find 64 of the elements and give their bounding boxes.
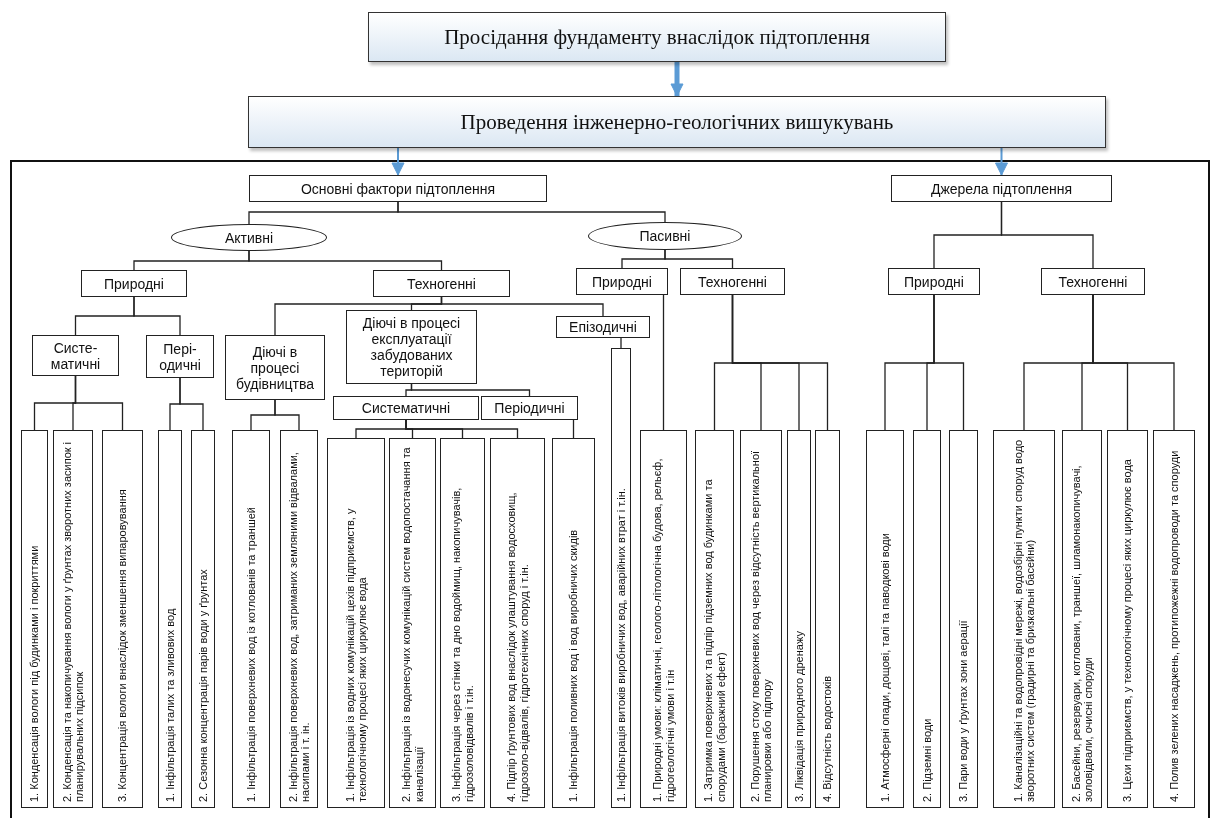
- factor-box: 1. Інфільтрація талих та зливових вод: [158, 430, 182, 808]
- factor-box: 2. Підземні води: [913, 430, 941, 808]
- connector-line: [248, 250, 443, 271]
- connector-line: [1092, 294, 1175, 431]
- arrow: [391, 147, 405, 176]
- category-box: Техногенні: [680, 268, 785, 295]
- connector-line: [1000, 201, 1094, 269]
- factor-box: 1. Затримка поверхневих та підпір підземних вод будинками та спорудами (баражний ефект): [695, 430, 734, 808]
- factor-box: 2. Порушення стоку поверхневих вод через відсутність вертикальної планировки або підпору: [740, 430, 782, 808]
- factor-box: 4. Полив зелених насаджень, протипожежні водопроводи та споруди: [1153, 430, 1195, 808]
- category-box: Періодичні: [481, 396, 578, 420]
- connector-line: [397, 201, 666, 223]
- connector-line: [133, 296, 181, 336]
- process-box: Проведення інженерно-геологічних вишукувань: [248, 96, 1106, 148]
- category-box: Систе- матичні: [32, 335, 119, 376]
- connector-line: [572, 419, 575, 439]
- category-ellipse: Активні: [171, 224, 327, 251]
- factor-box: 1. Інфільтрація із водних комунікацій цехів підприємств, у технологічному процесі яких циркулює вода: [327, 438, 385, 808]
- connector-line: [179, 377, 204, 431]
- factor-box: 1. Інфільтрація поливних вод і вод виробничих скидів: [552, 438, 595, 808]
- category-box: Техногенні: [373, 270, 510, 297]
- factor-box: 1. Інфільтрація витоків виробничих вод, аварійних втрат і т.ін.: [611, 348, 631, 808]
- category-box: Джерела підтоплення: [891, 175, 1112, 202]
- connector-line: [620, 337, 622, 349]
- category-box: Пері- одичні: [146, 335, 214, 378]
- connector-line: [731, 294, 829, 431]
- connector-line: [933, 294, 965, 431]
- category-box: Природні: [81, 270, 187, 297]
- connector-line: [405, 419, 519, 439]
- process-box: Просідання фундаменту внаслідок підтоплення: [368, 12, 946, 62]
- factor-box: 2. Сезонна концентрація парів води у ґрунтах: [191, 430, 215, 808]
- connector-line: [410, 383, 531, 397]
- category-box: Природні: [576, 268, 668, 295]
- category-box: Діючі в процесі експлуатації забудованих територій: [346, 310, 477, 384]
- connector-line: [74, 375, 124, 431]
- connector-line: [440, 296, 604, 317]
- factor-box: 1. Інфільтрація поверхневих вод із котлованів та траншей: [232, 430, 270, 808]
- factor-box: 1. Конденсація вологи під будинками і покриттями: [21, 430, 48, 808]
- arrow: [670, 62, 684, 97]
- category-box: Техногенні: [1041, 268, 1145, 295]
- arrow: [995, 147, 1008, 176]
- factor-box: 1. Каналізаційні та водопровідні мережі, водозбірні пункти споруд водо зворотних систем (градирні та бризкальні басейни): [993, 430, 1055, 808]
- connector-line: [662, 294, 665, 431]
- category-box: Основні фактори підтоплення: [249, 175, 547, 202]
- category-ellipse: Пасивні: [588, 222, 742, 250]
- category-box: Епізодичні: [556, 316, 650, 338]
- factor-box: 4. Відсутність водостоків: [815, 430, 840, 808]
- factor-box: 2. Конденсація та накопичування вологи у ґрунтах зворотних засипок і планирувальних підсипок: [53, 430, 93, 808]
- factor-box: 3. Пари води у ґрунтах зони аерації: [949, 430, 978, 808]
- factor-box: 3. Концентрація вологи внаслідок зменшення випаровування: [102, 430, 143, 808]
- factor-box: 3. Інфільтрація через стінки та дно водоймищ, накопичувачів, гідрозоловідвалів і т.ін.: [440, 438, 485, 808]
- connector-line: [664, 249, 734, 269]
- connector-line: [274, 399, 300, 431]
- factor-box: 2. Басейни, резервуари, котловани, траншеї, шламонакопичувачі, золовідвали, очисні споруди: [1062, 430, 1102, 808]
- category-box: Природні: [888, 268, 980, 295]
- category-box: Систематичні: [333, 396, 479, 420]
- factor-box: 1. Природні умови: кліматичні, геолого-літологічна будова, рельєф, гідрогеологічні умови і т.ін: [640, 430, 687, 808]
- factor-box: 2. Інфільтрація поверхневих вод, затриманих земляними відвалами, насипами і т. ін.: [280, 430, 318, 808]
- factor-box: 3. Ліквідація природного дренажу: [787, 430, 811, 808]
- factor-box: 2. Інфільтрація із водонесучих комунікацій систем водопостачання та каналізації: [389, 438, 436, 808]
- factor-box: 3. Цехи підприємств, у технологічному процесі яких циркулює вода: [1107, 430, 1148, 808]
- factor-box: 1. Атмосферні опади, дощові, талі та паводкові води: [866, 430, 904, 808]
- category-box: Діючі в процесі будівництва: [225, 335, 325, 400]
- factor-box: 4. Підпір ґрунтових вод внаслідок улаштування водосховищ, гідрозоло-відвалів, гідротехнічних споруд і т.ін.: [490, 438, 545, 808]
